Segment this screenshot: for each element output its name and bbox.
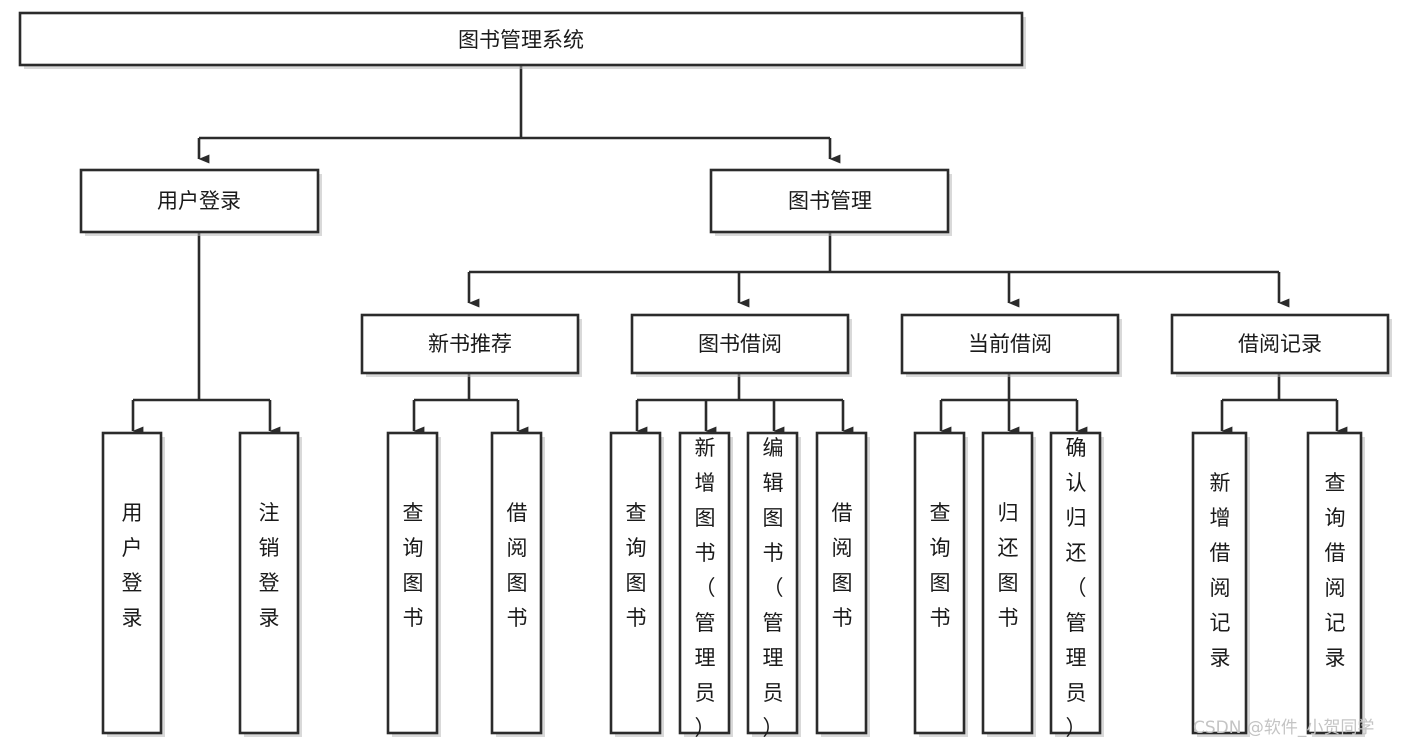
node-leaf-edit-book[interactable]: 编辑图书（管理员）	[746, 431, 801, 740]
node-new-book-recommend-label: 新书推荐	[428, 332, 512, 356]
node-user-login-label: 用户登录	[157, 189, 241, 213]
node-leaf-query-book-2[interactable]: 查询图书	[609, 431, 664, 737]
node-root-label: 图书管理系统	[458, 28, 584, 52]
node-leaf-query-book-3[interactable]: 查询图书	[913, 431, 968, 737]
node-leaf-query-book-2-label: 查询图书	[626, 501, 647, 630]
node-leaf-add-book-label: 新增图书（管理员）	[695, 436, 716, 740]
node-leaf-add-book[interactable]: 新增图书（管理员）	[678, 431, 733, 740]
node-root[interactable]: 图书管理系统	[18, 11, 1026, 69]
node-leaf-return-book-label: 归还图书	[998, 501, 1019, 630]
node-leaf-edit-book-label: 编辑图书（管理员）	[763, 436, 784, 740]
node-leaf-borrow-book-2-label: 借阅图书	[832, 501, 853, 630]
node-leaf-user-logout-label: 注销登录	[259, 501, 280, 630]
node-leaf-confirm-return-label: 确认归还（管理员）	[1066, 436, 1087, 740]
node-new-book-recommend[interactable]: 新书推荐	[360, 313, 582, 377]
node-borrow-record[interactable]: 借阅记录	[1170, 313, 1392, 377]
node-book-manage[interactable]: 图书管理	[709, 168, 952, 236]
node-leaf-borrow-book-1[interactable]: 借阅图书	[490, 431, 545, 737]
node-leaf-user-login-label: 用户登录	[122, 501, 143, 630]
node-leaf-confirm-return[interactable]: 确认归还（管理员）	[1049, 431, 1104, 740]
node-leaf-add-record-label: 新增借阅记录	[1210, 471, 1231, 670]
node-leaf-query-record[interactable]: 查询借阅记录	[1306, 431, 1365, 737]
node-book-borrow-label: 图书借阅	[698, 332, 782, 356]
node-leaf-borrow-book-2[interactable]: 借阅图书	[815, 431, 870, 737]
node-leaf-user-logout[interactable]: 注销登录	[238, 431, 302, 737]
node-current-borrow-label: 当前借阅	[968, 332, 1052, 356]
node-leaf-add-record[interactable]: 新增借阅记录	[1191, 431, 1250, 737]
node-leaf-query-book-3-label: 查询图书	[930, 501, 951, 630]
node-user-login[interactable]: 用户登录	[79, 168, 322, 236]
node-leaf-return-book[interactable]: 归还图书	[981, 431, 1036, 737]
node-book-borrow[interactable]: 图书借阅	[630, 313, 852, 377]
node-leaf-query-book-1[interactable]: 查询图书	[386, 431, 441, 737]
node-leaf-user-login[interactable]: 用户登录	[101, 431, 165, 737]
node-leaf-query-record-label: 查询借阅记录	[1325, 471, 1346, 670]
node-leaf-query-book-1-label: 查询图书	[403, 501, 424, 630]
connector-layer	[131, 65, 1348, 436]
node-current-borrow[interactable]: 当前借阅	[900, 313, 1122, 377]
csdn-watermark: CSDN @软件_小贺同学	[1193, 718, 1374, 738]
node-leaf-borrow-book-1-label: 借阅图书	[507, 501, 528, 630]
node-book-manage-label: 图书管理	[788, 189, 872, 213]
node-borrow-record-label: 借阅记录	[1238, 332, 1322, 356]
